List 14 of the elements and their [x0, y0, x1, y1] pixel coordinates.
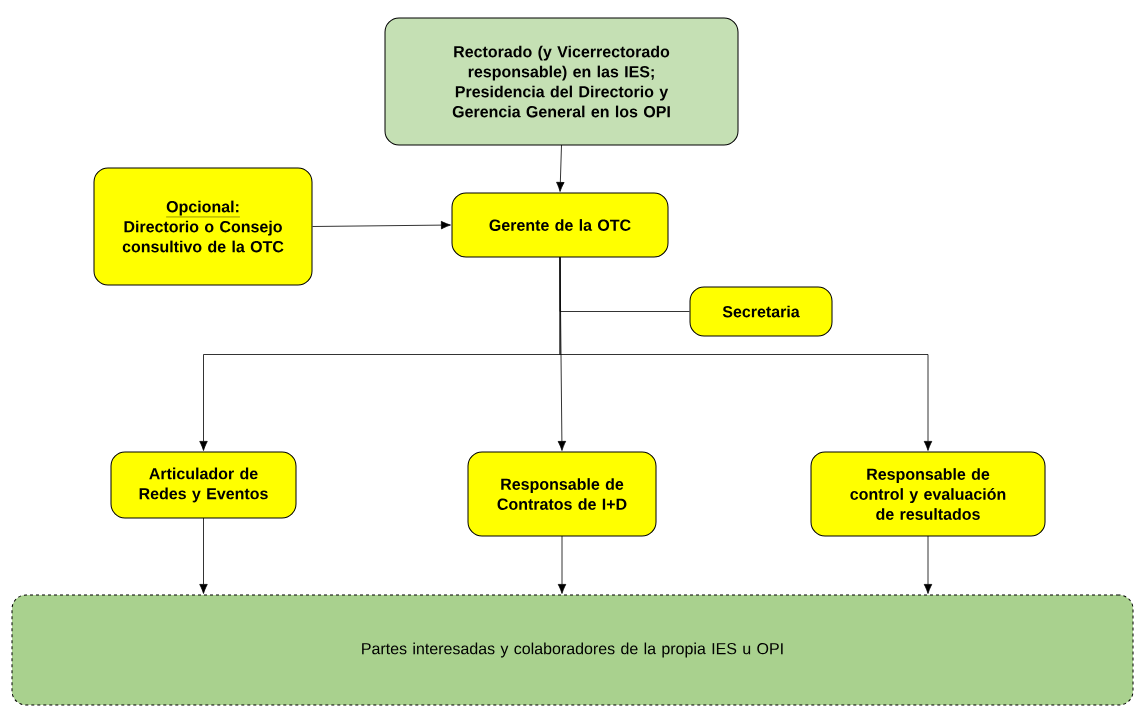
arrow: [312, 220, 451, 230]
process-box: Responsable de Contratos de I+D: [467, 451, 657, 537]
arrow: [923, 535, 933, 594]
arrow: [557, 535, 567, 594]
process-box: Responsable de control y evaluación de resultados: [810, 451, 1046, 537]
process-box: Secretaria: [689, 286, 833, 337]
process-box: Articulador de Redes y Eventos: [110, 451, 297, 519]
arrow: [556, 144, 565, 192]
process-box: Gerente de la OTC: [451, 192, 669, 258]
arrow: [199, 517, 208, 594]
process-box: Opcional: Directorio o Consejo consultivo de la OTC: [93, 167, 313, 286]
stakeholder-band: Partes interesadas y colaboradores de la propia IES u OPI: [11, 594, 1134, 706]
arrow: [559, 256, 933, 451]
process-box: Rectorado (y Vicerrectorado responsable) en las IES; Presidencia del Directorio y Gerencia General en los OPI: [384, 17, 739, 146]
